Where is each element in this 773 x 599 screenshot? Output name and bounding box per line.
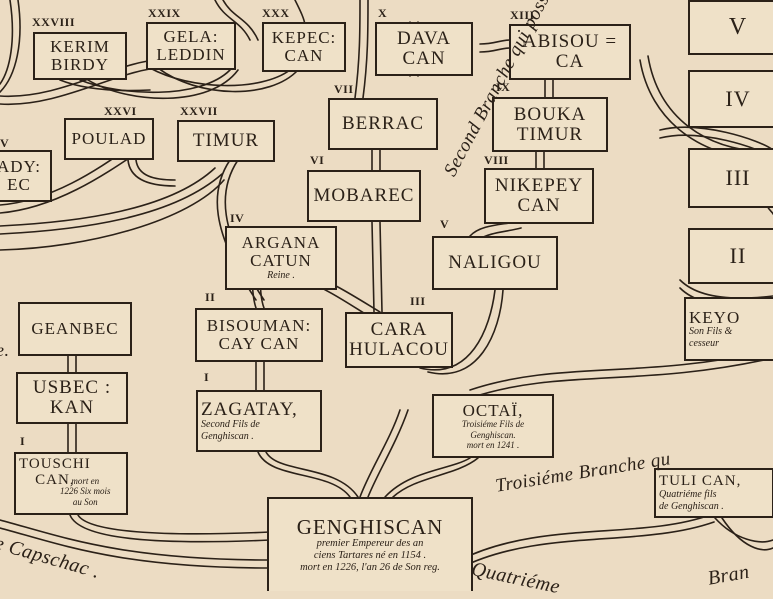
box-ady-ec: ADY: EC xyxy=(0,150,52,202)
note-keyou: Son Fils & cesseur xyxy=(689,326,733,349)
numeral-v-left: V xyxy=(0,136,10,150)
box-mobarec: MOBAREC xyxy=(307,170,421,222)
box-cara-hulacou: CARA HULACOU xyxy=(345,312,453,368)
box-octai: OCTAÏ, Troisiéme Fils de Genghiscan. mor… xyxy=(432,394,554,458)
numeral-xxvi: XXVI xyxy=(104,104,137,118)
note-touschi-can: mort en 1226 Six mois au Son xyxy=(60,476,111,507)
name-argana-catun: ARGANA CATUN xyxy=(241,233,321,271)
numeral-xxx: XXX xyxy=(262,6,290,20)
note-octai: Troisiéme Fils de Genghiscan. mort en 12… xyxy=(461,419,525,451)
name-roman-iv: IV xyxy=(725,86,751,112)
box-berrac: BERRAC xyxy=(328,98,438,150)
box-roman-iv: IV xyxy=(688,70,773,128)
numeral-viii: VIII xyxy=(484,153,509,167)
name-tuli-can: TULI CAN, xyxy=(659,472,742,489)
name-keyou: KEYO xyxy=(689,307,741,327)
box-touschi-can: TOUSCHI CAN, mort en 1226 Six mois au So… xyxy=(14,452,128,515)
name-mobarec: MOBAREC xyxy=(313,185,415,207)
name-nikepey-can: NIKEPEY CAN xyxy=(494,175,584,216)
name-dava-can: DAVA CAN xyxy=(397,28,451,69)
numeral-iii: III xyxy=(410,294,426,308)
box-kerim-birdy: KERIM BIRDY xyxy=(33,32,127,80)
name-touschi-can: TOUSCHI CAN, xyxy=(19,456,91,488)
numeral-xiii: XIII xyxy=(510,8,535,22)
name-roman-v: V xyxy=(728,13,748,40)
box-geanbec: GEANBEC xyxy=(18,302,132,356)
name-roman-ii: II xyxy=(729,243,747,269)
box-abisouca: ABISOU = CA xyxy=(509,24,631,80)
box-bouka-timur: BOUKA TIMUR xyxy=(492,97,608,152)
box-poulad: POULAD xyxy=(64,118,154,160)
name-timur: TIMUR xyxy=(192,130,260,152)
box-dava-can: DAVA CAN xyxy=(375,22,473,76)
numeral-i-zagatay: I xyxy=(204,370,210,384)
box-nikepey-can: NIKEPEY CAN xyxy=(484,168,594,224)
numeral-xxvii: XXVII xyxy=(180,104,218,118)
box-roman-iii: III xyxy=(688,148,773,208)
name-bisoumancay-can: BISOUMAN: CAY CAN xyxy=(206,316,312,353)
name-berrac: BERRAC xyxy=(341,113,425,135)
name-zagatay: ZAGATAY, xyxy=(201,398,298,420)
box-usbec-kan: USBEC : KAN xyxy=(16,372,128,424)
numeral-xxviii: XXVIII xyxy=(32,15,76,29)
numeral-vi: VI xyxy=(310,153,325,167)
name-gela-leddin: GELA: LEDDIN xyxy=(156,27,226,64)
note-zagatay: Second Fils de Genghiscan . xyxy=(201,419,260,442)
name-naligou: NALIGOU xyxy=(448,252,542,274)
note-genghiscan: premier Empereur des an ciens Tartares n… xyxy=(300,537,440,574)
box-timur: TIMUR xyxy=(177,120,275,162)
name-bouka-timur: BOUKA TIMUR xyxy=(513,103,587,145)
name-ady-ec: ADY: EC xyxy=(0,157,41,194)
name-kerim-birdy: KERIM BIRDY xyxy=(50,37,110,74)
numeral-iv: IV xyxy=(230,211,245,225)
box-gela-leddin: GELA: LEDDIN xyxy=(146,22,236,70)
name-poulad: POULAD xyxy=(71,129,147,149)
numeral-ii: II xyxy=(205,290,216,304)
box-bisoumancay-can: BISOUMAN: CAY CAN xyxy=(195,308,323,362)
box-argana-catun: ARGANA CATUN Reine . xyxy=(225,226,337,290)
numeral-ix: IX xyxy=(496,80,511,94)
box-kepec-can: KEPEC: CAN xyxy=(262,22,346,72)
name-cara-hulacou: CARA HULACOU xyxy=(349,319,449,360)
name-roman-iii: III xyxy=(725,165,751,191)
numeral-x: X xyxy=(378,6,388,20)
box-roman-ii: II xyxy=(688,228,773,284)
numeral-i-touschi: I xyxy=(20,434,26,448)
note-tuli-can: Quatriéme fils de Genghiscan . xyxy=(659,489,724,512)
name-kepec-can: KEPEC: CAN xyxy=(271,28,337,65)
box-keyou: KEYO Son Fils & cesseur xyxy=(684,297,773,361)
box-naligou: NALIGOU xyxy=(432,236,558,290)
name-octai: OCTAÏ, xyxy=(462,400,524,420)
name-geanbec: GEANBEC xyxy=(31,319,119,339)
label-fragment-e: e. xyxy=(0,340,10,360)
name-genghiscan: GENGHISCAN xyxy=(296,514,444,539)
box-tuli-can: TULI CAN, Quatriéme fils de Genghiscan . xyxy=(654,468,773,518)
name-abisouca: ABISOU = CA xyxy=(522,31,618,72)
numeral-vii: VII xyxy=(334,82,354,96)
box-genghiscan: GENGHISCAN premier Empereur des an ciens… xyxy=(267,497,473,591)
note-argana-catun: Reine . xyxy=(267,270,295,282)
name-usbec-kan: USBEC : KAN xyxy=(32,377,112,418)
numeral-xxix: XXIX xyxy=(148,6,181,20)
numeral-v: V xyxy=(440,217,450,231)
box-roman-v: V xyxy=(688,0,773,55)
box-zagatay: ZAGATAY, Second Fils de Genghiscan . xyxy=(196,390,322,452)
